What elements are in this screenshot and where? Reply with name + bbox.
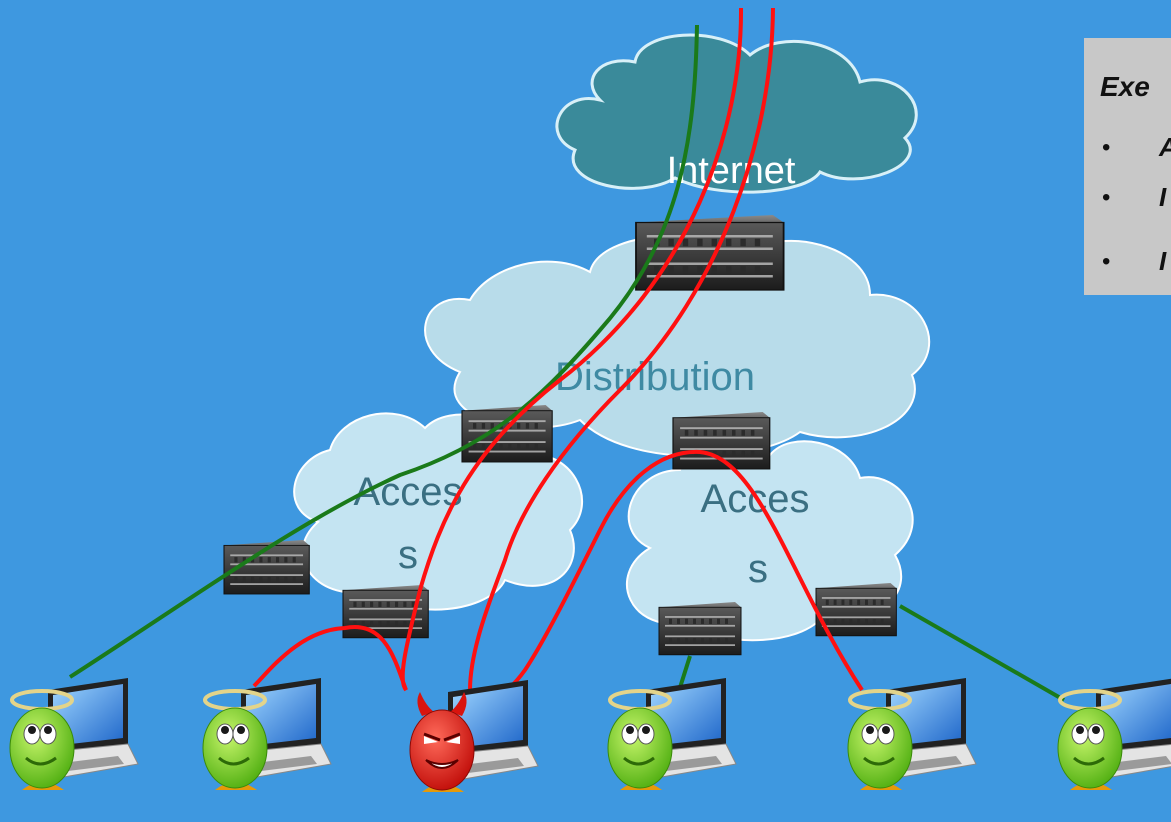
callout-bullet-1: • xyxy=(1102,134,1111,161)
distribution-cloud-label: Distribution xyxy=(555,355,755,399)
callout-bullet-2: • xyxy=(1102,184,1111,211)
angel-host-6 xyxy=(1058,678,1171,790)
benign-path-right-host xyxy=(899,604,1065,702)
callout-title: Exe xyxy=(1100,71,1150,102)
angel-host-1 xyxy=(10,678,138,790)
callout-bullet-text-3: I xyxy=(1159,246,1167,276)
devil-host-attacker xyxy=(410,680,538,792)
benign-path-left-host xyxy=(68,24,699,679)
angel-host-5 xyxy=(848,678,976,790)
access-cloud-right-label: Acces xyxy=(701,477,810,521)
access-cloud-left-label: Acces xyxy=(354,470,463,514)
internet-cloud-label: Internet xyxy=(667,150,796,192)
angel-host-4 xyxy=(608,678,736,790)
distribution-cloud xyxy=(424,234,931,457)
access-cloud-left-label-wrap: s xyxy=(398,533,418,577)
distribution-switch-left xyxy=(461,404,553,463)
malicious-path-1 xyxy=(252,7,744,692)
access-switch-3 xyxy=(658,601,742,656)
example-callout-box: Exe • A • I • I xyxy=(1084,38,1171,295)
angel-host-2 xyxy=(203,678,331,790)
access-switch-4 xyxy=(815,582,897,637)
access-cloud-right-label-wrap: s xyxy=(748,547,768,591)
callout-bullet-3: • xyxy=(1102,248,1111,275)
callout-bullet-text-2: I xyxy=(1159,182,1167,212)
internet-cloud xyxy=(555,33,918,194)
callout-bullet-text-1: A xyxy=(1159,132,1171,163)
